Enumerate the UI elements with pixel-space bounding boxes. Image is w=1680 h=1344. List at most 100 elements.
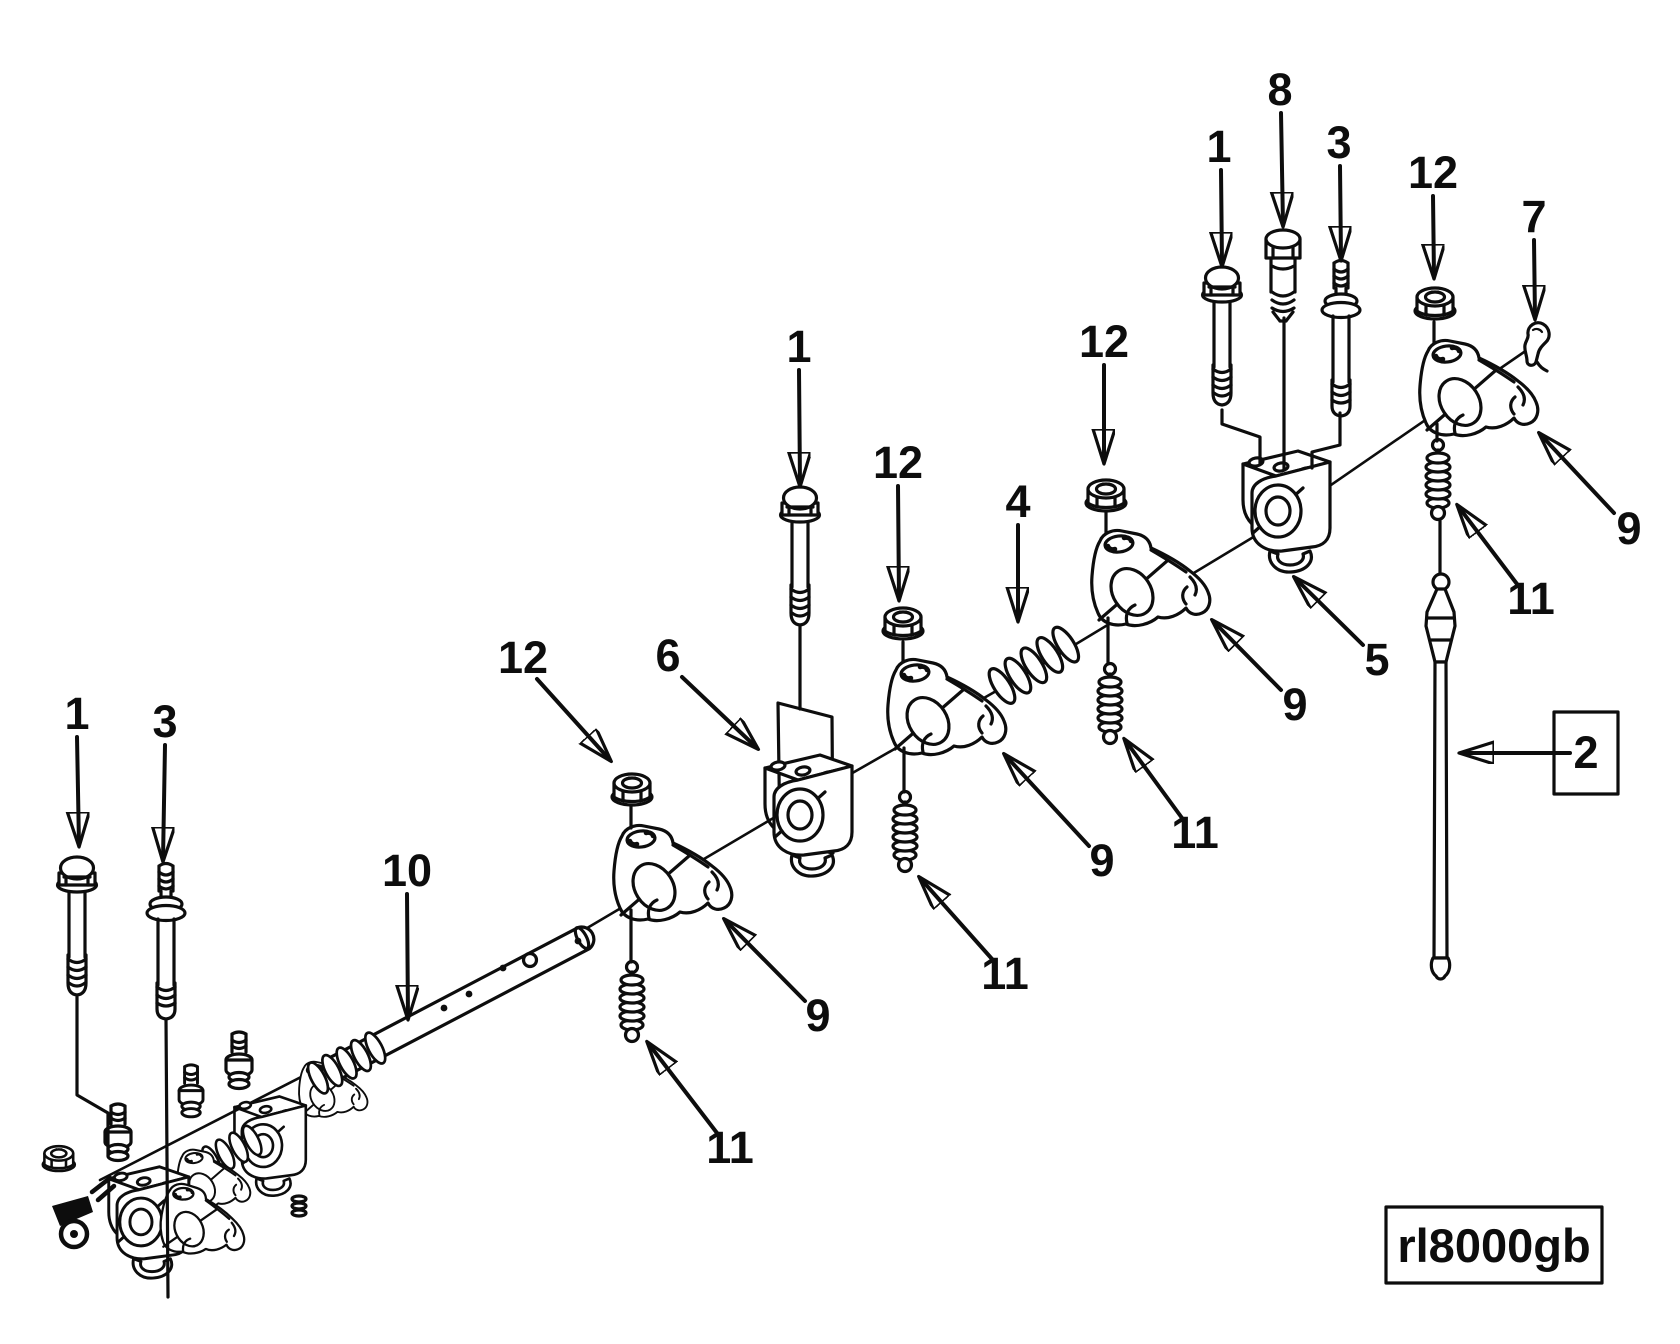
stud-3-right xyxy=(1320,258,1362,418)
diagram-artwork xyxy=(41,228,1551,1299)
callout-arrow-icon xyxy=(1125,740,1184,820)
callout-arrow-icon xyxy=(163,743,165,860)
adjusting-screw-4 xyxy=(1424,437,1452,522)
part-number-label: 11 xyxy=(1507,573,1555,624)
callout-1: 1 xyxy=(1206,121,1231,265)
callout-arrow-icon xyxy=(1005,755,1091,848)
callout-7: 7 xyxy=(1521,191,1547,318)
callout-arrow-icon xyxy=(77,735,79,845)
callout-12: 12 xyxy=(873,437,923,599)
part-number-label: 12 xyxy=(1408,147,1458,198)
rocker-shaft xyxy=(320,925,596,1083)
pedestal-5 xyxy=(1241,449,1332,574)
adjusting-screw-2 xyxy=(891,789,919,874)
highlight-layer xyxy=(1552,710,1620,796)
callout-arrow-icon xyxy=(1433,194,1434,277)
bolt-8 xyxy=(1264,228,1302,323)
callout-arrow-icon xyxy=(1295,578,1365,647)
callout-12: 12 xyxy=(1408,147,1458,277)
callout-12: 12 xyxy=(498,632,610,760)
callout-arrow-icon xyxy=(1540,434,1616,515)
push-rod-2 xyxy=(1424,572,1457,981)
callout-1: 1 xyxy=(786,321,812,485)
callout-arrow-icon xyxy=(799,368,800,485)
callout-arrow-icon xyxy=(407,892,408,1018)
part-number-label: 1 xyxy=(786,321,811,372)
callout-arrow-icon xyxy=(1213,621,1283,692)
part-number-label: 1 xyxy=(64,688,89,739)
spring-4 xyxy=(982,621,1085,709)
part-number-label: 8 xyxy=(1267,64,1292,115)
part-number-label: 5 xyxy=(1364,634,1389,685)
part-number-label: 12 xyxy=(498,632,548,683)
callout-11: 11 xyxy=(1458,506,1555,624)
figure-code-box: rl8000gb xyxy=(1384,1205,1604,1285)
part-number-label: 3 xyxy=(1326,117,1351,168)
callout-arrow-icon xyxy=(1534,238,1535,318)
part-number-label: 9 xyxy=(1089,835,1114,886)
part-number-label: 7 xyxy=(1521,191,1546,242)
callout-arrow-icon xyxy=(680,675,757,748)
callout-9: 9 xyxy=(1213,621,1308,730)
nut-3 xyxy=(1084,478,1128,513)
pedestal-6 xyxy=(763,701,854,878)
callout-3: 3 xyxy=(1326,117,1351,259)
part-number-label: 11 xyxy=(706,1122,754,1173)
part-number-label: 12 xyxy=(1079,316,1129,367)
part-number-label: 2 xyxy=(1573,727,1598,778)
retaining-pin-7 xyxy=(1523,321,1551,373)
part-number-label: 9 xyxy=(805,990,830,1041)
callout-10: 10 xyxy=(382,845,432,1018)
stud-3-left xyxy=(145,861,187,1021)
assembled-rocker-cluster xyxy=(41,1028,391,1280)
part-number-label: 12 xyxy=(873,437,923,488)
callout-9: 9 xyxy=(725,920,831,1041)
callout-arrow-icon xyxy=(920,878,994,961)
highlight-box-part-2 xyxy=(1552,710,1620,796)
callout-6: 6 xyxy=(655,630,757,748)
adjusting-screw-1 xyxy=(618,959,646,1044)
callout-11: 11 xyxy=(1125,740,1219,858)
nut-1 xyxy=(610,772,654,807)
nut-2 xyxy=(881,606,925,641)
part-number-label: 11 xyxy=(1171,807,1219,858)
callout-arrow-icon xyxy=(1221,168,1222,265)
callout-9: 9 xyxy=(1540,434,1642,554)
callout-5: 5 xyxy=(1295,578,1390,685)
part-number-label: 6 xyxy=(655,630,680,681)
bolt-1-right xyxy=(1200,265,1244,407)
part-number-label: 9 xyxy=(1282,679,1307,730)
callout-arrow-icon xyxy=(898,484,899,599)
part-number-label: 3 xyxy=(152,696,177,747)
part-number-label: 9 xyxy=(1616,503,1641,554)
assembly-lines xyxy=(75,316,1442,1299)
callout-9: 9 xyxy=(1005,755,1115,886)
callout-arrow-icon xyxy=(1458,506,1519,586)
callout-arrow-icon xyxy=(535,677,610,760)
rocker-lever-3 xyxy=(1092,530,1210,625)
nut-4 xyxy=(1413,286,1457,321)
callout-12: 12 xyxy=(1079,316,1129,462)
callout-arrow-icon xyxy=(1340,164,1341,259)
part-number-label: 4 xyxy=(1005,476,1030,527)
callout-4: 4 xyxy=(1005,476,1031,620)
callout-arrow-icon xyxy=(648,1043,719,1135)
rocker-lever-1 xyxy=(614,825,732,920)
figure-code: rl8000gb xyxy=(1397,1219,1590,1272)
callout-11: 11 xyxy=(648,1043,754,1173)
callout-3: 3 xyxy=(152,696,178,860)
callout-1: 1 xyxy=(64,688,89,845)
bolt-1-left xyxy=(55,855,99,997)
callout-arrow-icon xyxy=(1281,111,1283,225)
part-number-label: 11 xyxy=(981,948,1029,999)
part-number-label: 10 xyxy=(382,845,432,896)
adjusting-screw-3 xyxy=(1096,661,1124,746)
bolt-1-center xyxy=(778,485,822,627)
callout-2-highlighted: 2 xyxy=(1461,727,1599,778)
callout-arrow-icon xyxy=(725,920,807,1003)
callout-11: 11 xyxy=(920,878,1029,999)
part-number-label: 1 xyxy=(1206,121,1231,172)
